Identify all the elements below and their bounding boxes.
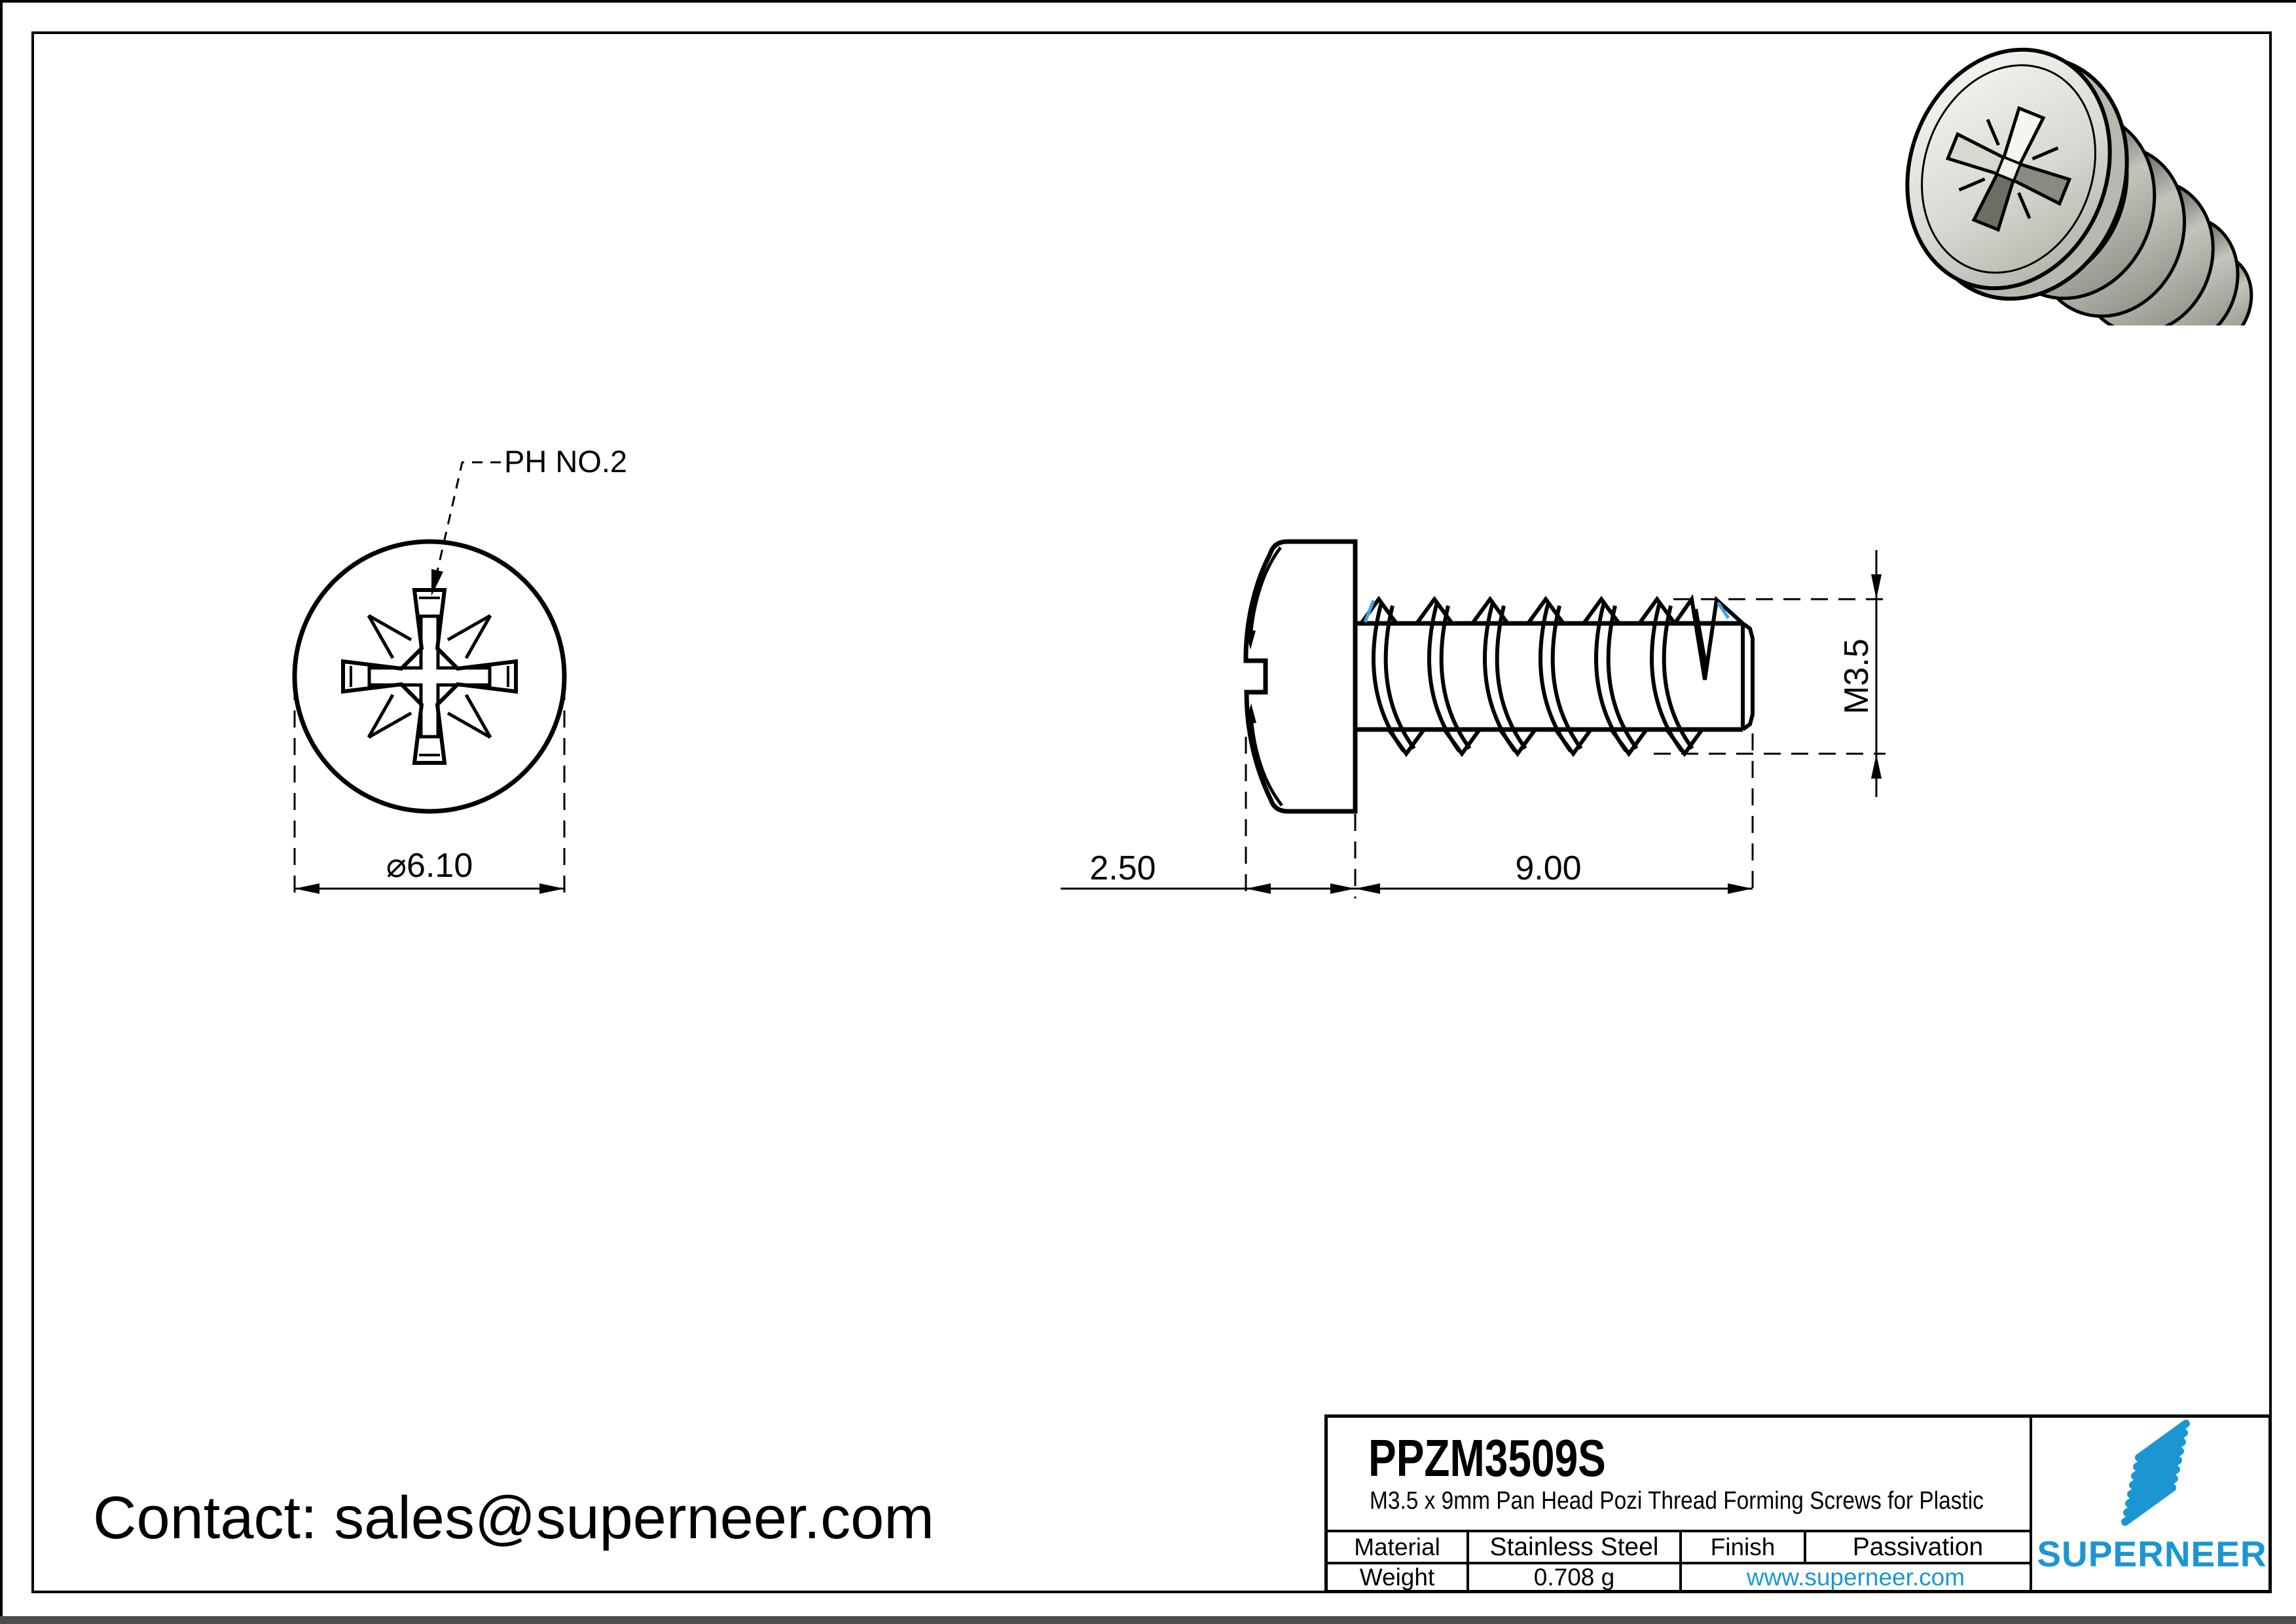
cyan-edge-first-thread bbox=[1363, 600, 1376, 623]
pan-head-pozi-screw-3d-render bbox=[1905, 47, 2253, 325]
thread-length-dimension-text: 9.00 bbox=[1515, 849, 1582, 887]
drive-leader-line bbox=[431, 461, 501, 592]
arrow-right bbox=[1728, 883, 1753, 894]
arrow-right bbox=[1330, 883, 1355, 894]
head-outline-circle bbox=[292, 539, 567, 814]
drive-type-label: PH NO.2 bbox=[504, 444, 628, 479]
thread-helix-curves bbox=[1371, 602, 1694, 752]
material-value-cell: Stainless Steel bbox=[1489, 1532, 1659, 1561]
weight-label-cell: Weight bbox=[1359, 1563, 1435, 1591]
material-label-cell: Material bbox=[1354, 1533, 1440, 1560]
col-divider-3 bbox=[1804, 1530, 1806, 1564]
window-left-edge bbox=[0, 0, 3, 1616]
drive-leader-arrow bbox=[431, 569, 443, 596]
title-block: PPZM3509S M3.5 x 9mm Pan Head Pozi Threa… bbox=[1324, 1414, 2272, 1593]
window-top-edge bbox=[0, 0, 2296, 3]
thread-size-dimension-text: M3.5 bbox=[1838, 638, 1876, 714]
diameter-extension-lines bbox=[293, 683, 566, 898]
website-link[interactable]: www.superneer.com bbox=[1746, 1563, 1965, 1591]
contact-email-line: Contact: sales@superneer.com bbox=[93, 1485, 934, 1551]
part-number: PPZM3509S bbox=[1368, 1429, 1606, 1487]
pozi-recess-3d bbox=[1945, 105, 2072, 232]
shank-end-face bbox=[1741, 621, 1755, 731]
front-view-drawing bbox=[292, 461, 567, 898]
thread-dia-dashed-lines bbox=[1654, 598, 1886, 755]
head-profile bbox=[1243, 539, 1358, 814]
head-diameter-dimension-text: ⌀6.10 bbox=[386, 847, 473, 885]
finish-label-cell: Finish bbox=[1710, 1533, 1776, 1560]
col-divider-2 bbox=[1679, 1530, 1682, 1590]
arrow-up bbox=[1871, 754, 1882, 779]
arrow-left bbox=[295, 883, 319, 894]
cyan-edge-tip-thread bbox=[1716, 601, 1730, 619]
thread-crests-bottom bbox=[1387, 728, 1704, 758]
thread-crests-top bbox=[1359, 595, 1677, 625]
superneer-stripes-logo bbox=[2121, 1420, 2190, 1526]
recess-arc-upper-arrow bbox=[1245, 630, 1256, 650]
weight-value-cell: 0.708 g bbox=[1533, 1563, 1615, 1591]
arrow-down bbox=[1871, 574, 1882, 599]
logo-divider-line bbox=[2030, 1418, 2032, 1590]
pozi-inner-slot bbox=[367, 614, 492, 739]
arrow-left bbox=[1355, 883, 1380, 894]
pozi-recess-outline bbox=[341, 588, 518, 765]
col-divider-1 bbox=[1467, 1530, 1469, 1590]
head-chamfer-ring bbox=[1921, 64, 2096, 274]
shank-root-lines bbox=[1355, 621, 1743, 732]
length-extension-lines bbox=[1245, 733, 1754, 898]
arrow-right bbox=[539, 883, 564, 894]
arrow-left bbox=[1246, 883, 1271, 894]
head-height-dimension-text: 2.50 bbox=[1089, 849, 1156, 887]
drawing-sheet-frame bbox=[31, 31, 2272, 1593]
finish-value-cell: Passivation bbox=[1852, 1532, 1984, 1561]
window-bottom-bar bbox=[0, 1616, 2296, 1624]
brand-name: SUPERNEER bbox=[2037, 1534, 2267, 1574]
recess-arc-upper bbox=[1248, 546, 1282, 639]
thread-runout bbox=[1673, 594, 1745, 680]
recess-arc-lower-arrow bbox=[1246, 703, 1256, 724]
part-description: M3.5 x 9mm Pan Head Pozi Thread Forming … bbox=[1370, 1487, 1984, 1515]
pozi-tip-edges bbox=[350, 597, 509, 756]
recess-arc-lower bbox=[1249, 715, 1283, 807]
side-view-drawing bbox=[1061, 539, 1886, 898]
pozi-star-spikes bbox=[367, 614, 492, 739]
